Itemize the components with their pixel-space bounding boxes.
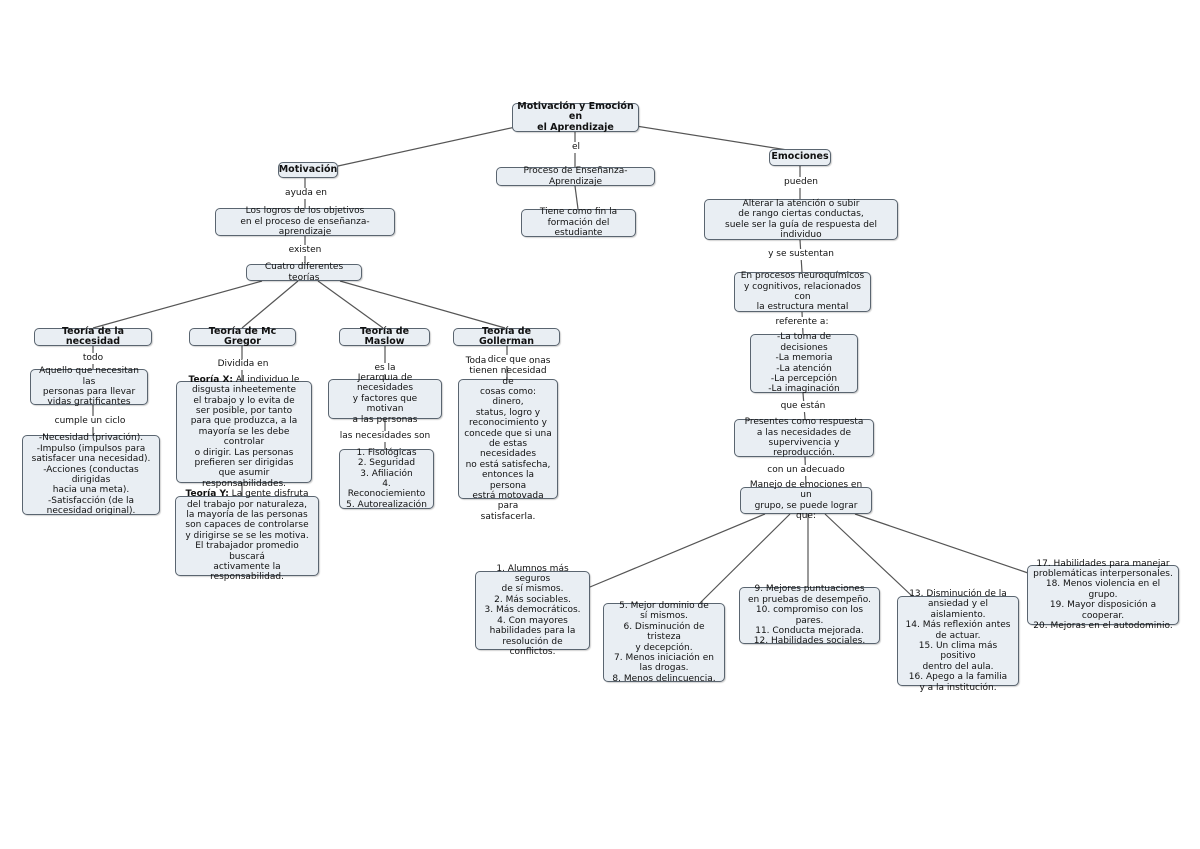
root-text: Motivación y Emoción en el Aprendizaje: [517, 100, 634, 133]
label-todo: todo: [80, 353, 106, 364]
cuatro-node[interactable]: Cuatro diferentes teorías: [246, 262, 362, 283]
alterar-text: Alterar la atención o subir de rango cie…: [725, 198, 877, 240]
label-cumple-un-ciclo: cumple un ciclo: [52, 416, 128, 427]
niveles-text: 1. Fisológicas 2. Seguridad 3. Afiliació…: [346, 447, 427, 510]
teoria-x-text: Teoría X: Al individuo le disgusta inhee…: [181, 375, 307, 489]
label-pueden: pueden: [782, 177, 820, 188]
label-el: el: [569, 142, 583, 153]
emociones-text: Emociones: [771, 151, 829, 163]
root-node[interactable]: Motivación y Emoción en el Aprendizaje: [512, 100, 639, 133]
ciclo-node[interactable]: -Necesidad (privación). -Impulso (impuls…: [22, 433, 160, 517]
presentes-node[interactable]: Presentes como respuesta a las necesidad…: [734, 417, 874, 459]
manejo-node[interactable]: Manejo de emociones en un grupo, se pued…: [740, 480, 872, 521]
group-5-text: 17. Habilidades para manejar problemátic…: [1033, 558, 1173, 632]
neuro-text: En procesos neuroquímicos y cognitivos, …: [740, 271, 865, 313]
neuro-node[interactable]: En procesos neuroquímicos y cognitivos, …: [734, 271, 871, 313]
teoria-mcgregor-node[interactable]: Teoría de Mc Gregor: [189, 325, 296, 347]
label-referente-a: referente a:: [773, 317, 831, 328]
motivacion-text: Motivación: [278, 163, 338, 175]
teoria-maslow-node[interactable]: Teoría de Maslow: [339, 325, 430, 347]
group-3-text: 9. Mejores puntuaciones en pruebas de de…: [747, 584, 872, 647]
cuatro-text: Cuatro diferentes teorías: [264, 262, 344, 283]
teoria-y-body: La gente disfruta del trabajo por natura…: [185, 489, 309, 583]
group-3-node[interactable]: 9. Mejores puntuaciones en pruebas de de…: [739, 584, 880, 647]
group-5-node[interactable]: 17. Habilidades para manejar problemátic…: [1027, 559, 1179, 631]
logros-node[interactable]: Los logros de los objetivos en el proces…: [215, 206, 395, 238]
label-es-la: es la: [372, 363, 398, 374]
alterar-node[interactable]: Alterar la atención o subir de rango cie…: [704, 199, 898, 240]
presentes-text: Presentes como respuesta a las necesidad…: [744, 417, 864, 459]
label-existen: existen: [286, 245, 324, 256]
teoria-gollerman-node[interactable]: Teoría de Gollerman: [453, 325, 560, 347]
niveles-node[interactable]: 1. Fisológicas 2. Seguridad 3. Afiliació…: [339, 447, 434, 510]
teoria-x-body: Al individuo le disgusta inheetemente el…: [190, 374, 300, 489]
teoria-necesidad-text: Teoría de la necesidad: [61, 325, 125, 347]
teoria-x-title: Teoría X:: [188, 374, 234, 385]
todas-text: Todas las personas tienen necesidad de c…: [464, 355, 552, 522]
aquello-text: Aquello que necesitan las personas para …: [39, 366, 139, 408]
group-4-node[interactable]: 13. Disminución de la ansiedad y el aisl…: [897, 589, 1019, 693]
decisiones-node[interactable]: -La toma de decisiones -La memoria -La a…: [750, 332, 858, 395]
jerarquia-node[interactable]: Jerarquía de necesidades y factores que …: [328, 373, 442, 425]
group-4-text: 13. Disminución de la ansiedad y el aisl…: [905, 588, 1011, 693]
logros-text: Los logros de los objetivos en el proces…: [240, 206, 370, 238]
teoria-gollerman-text: Teoría de Gollerman: [478, 325, 535, 347]
group-2-node[interactable]: 5. Mejor dominio de sí mismos. 6. Dismin…: [603, 600, 725, 684]
jerarquia-text: Jerarquía de necesidades y factores que …: [352, 372, 418, 425]
decisiones-text: -La toma de decisiones -La memoria -La a…: [768, 332, 840, 395]
ciclo-text: -Necesidad (privación). -Impulso (impuls…: [31, 433, 151, 517]
label-y-se-sustentan: y se sustentan: [766, 249, 836, 260]
manejo-text: Manejo de emociones en un grupo, se pued…: [749, 479, 863, 521]
teoria-necesidad-node[interactable]: Teoría de la necesidad: [34, 325, 152, 347]
group-1-text: 1. Alumnos más seguros de sí mismos. 2. …: [484, 563, 581, 657]
label-dice-que: dice que: [485, 355, 529, 366]
fin-node[interactable]: Tiene como fin la formación del estudian…: [521, 207, 636, 239]
group-2-text: 5. Mejor dominio de sí mismos. 6. Dismin…: [612, 600, 716, 684]
proceso-text: Proceso de Enseñanza-Aprendizaje: [523, 166, 628, 187]
todas-node[interactable]: Todas las personas tienen necesidad de c…: [458, 356, 558, 522]
emociones-node[interactable]: Emociones: [769, 149, 831, 166]
motivacion-node[interactable]: Motivación: [278, 162, 338, 178]
teoria-mcgregor-text: Teoría de Mc Gregor: [208, 325, 277, 347]
label-que-estan: que están: [778, 401, 828, 412]
teoria-maslow-text: Teoría de Maslow: [359, 325, 410, 347]
label-con-un-adecuado: con un adecuado: [765, 465, 847, 476]
teoria-y-text: Teoría Y: La gente disfruta del trabajo …: [180, 489, 314, 583]
group-1-node[interactable]: 1. Alumnos más seguros de sí mismos. 2. …: [475, 564, 590, 657]
teoria-x-node[interactable]: Teoría X: Al individuo le disgusta inhee…: [176, 375, 312, 489]
label-dividida-en: Dividida en: [215, 359, 271, 370]
fin-text: Tiene como fin la formación del estudian…: [539, 207, 618, 239]
label-las-necesidades-son: las necesidades son: [337, 431, 433, 442]
label-ayuda-en: ayuda en: [283, 188, 329, 199]
teoria-y-node[interactable]: Teoría Y: La gente disfruta del trabajo …: [175, 489, 319, 582]
proceso-node[interactable]: Proceso de Enseñanza-Aprendizaje: [496, 166, 655, 187]
teoria-y-title: Teoría Y:: [185, 489, 229, 500]
aquello-node[interactable]: Aquello que necesitan las personas para …: [30, 366, 148, 408]
